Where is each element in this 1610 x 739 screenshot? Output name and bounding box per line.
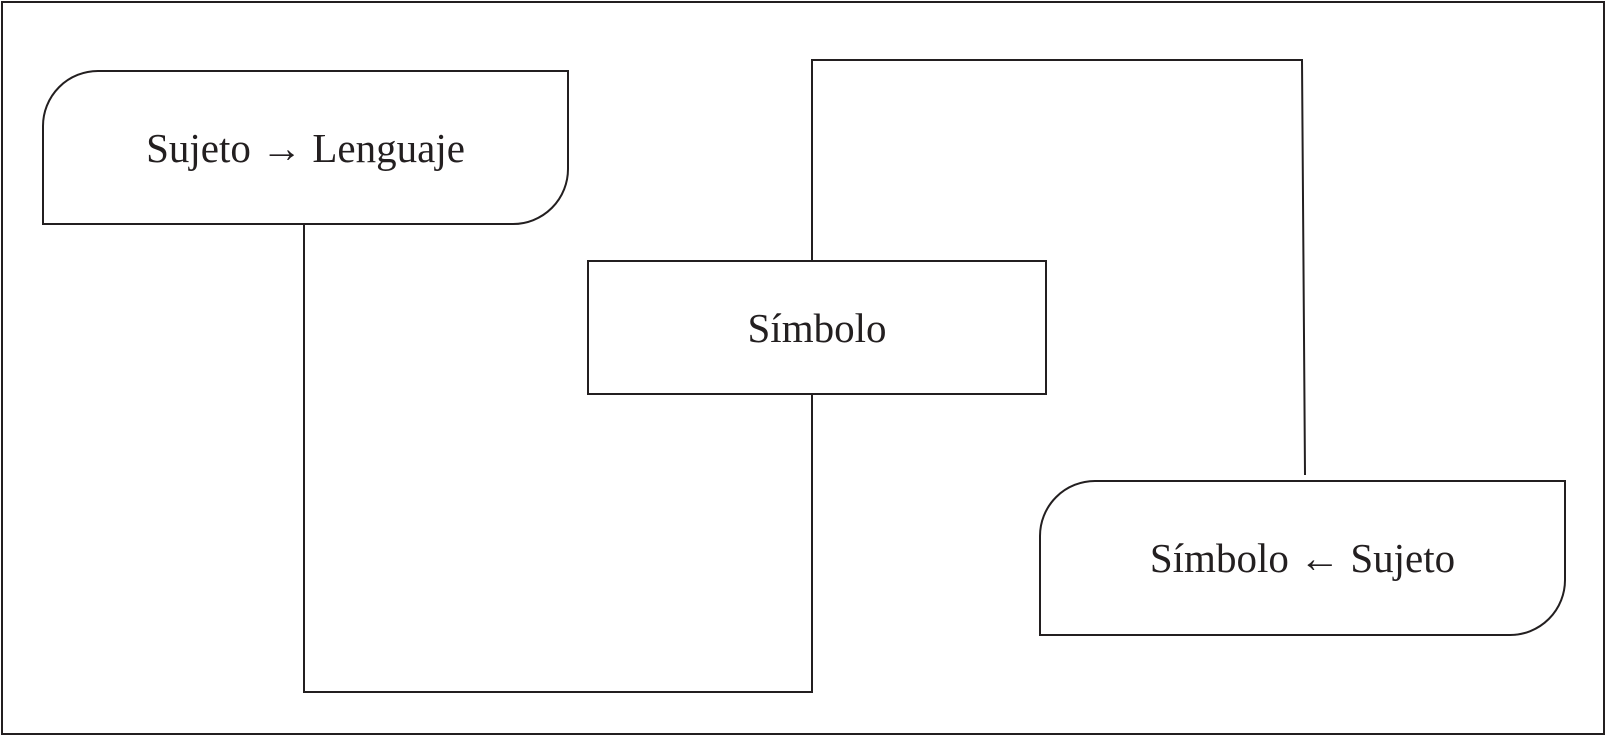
node-symbol-from-subject: Símbolo ← Sujeto (1039, 480, 1566, 636)
node-symbol: Símbolo (587, 260, 1047, 395)
node-symbol-label: Símbolo (747, 304, 887, 351)
connector-symbol-to-subject (811, 59, 1306, 476)
connector-language-to-symbol (303, 225, 813, 693)
node-subject-to-language: Sujeto → Lenguaje (42, 70, 569, 225)
node-subject-to-language-label: Sujeto → Lenguaje (146, 124, 465, 171)
node-symbol-from-subject-label: Símbolo ← Sujeto (1149, 535, 1456, 581)
